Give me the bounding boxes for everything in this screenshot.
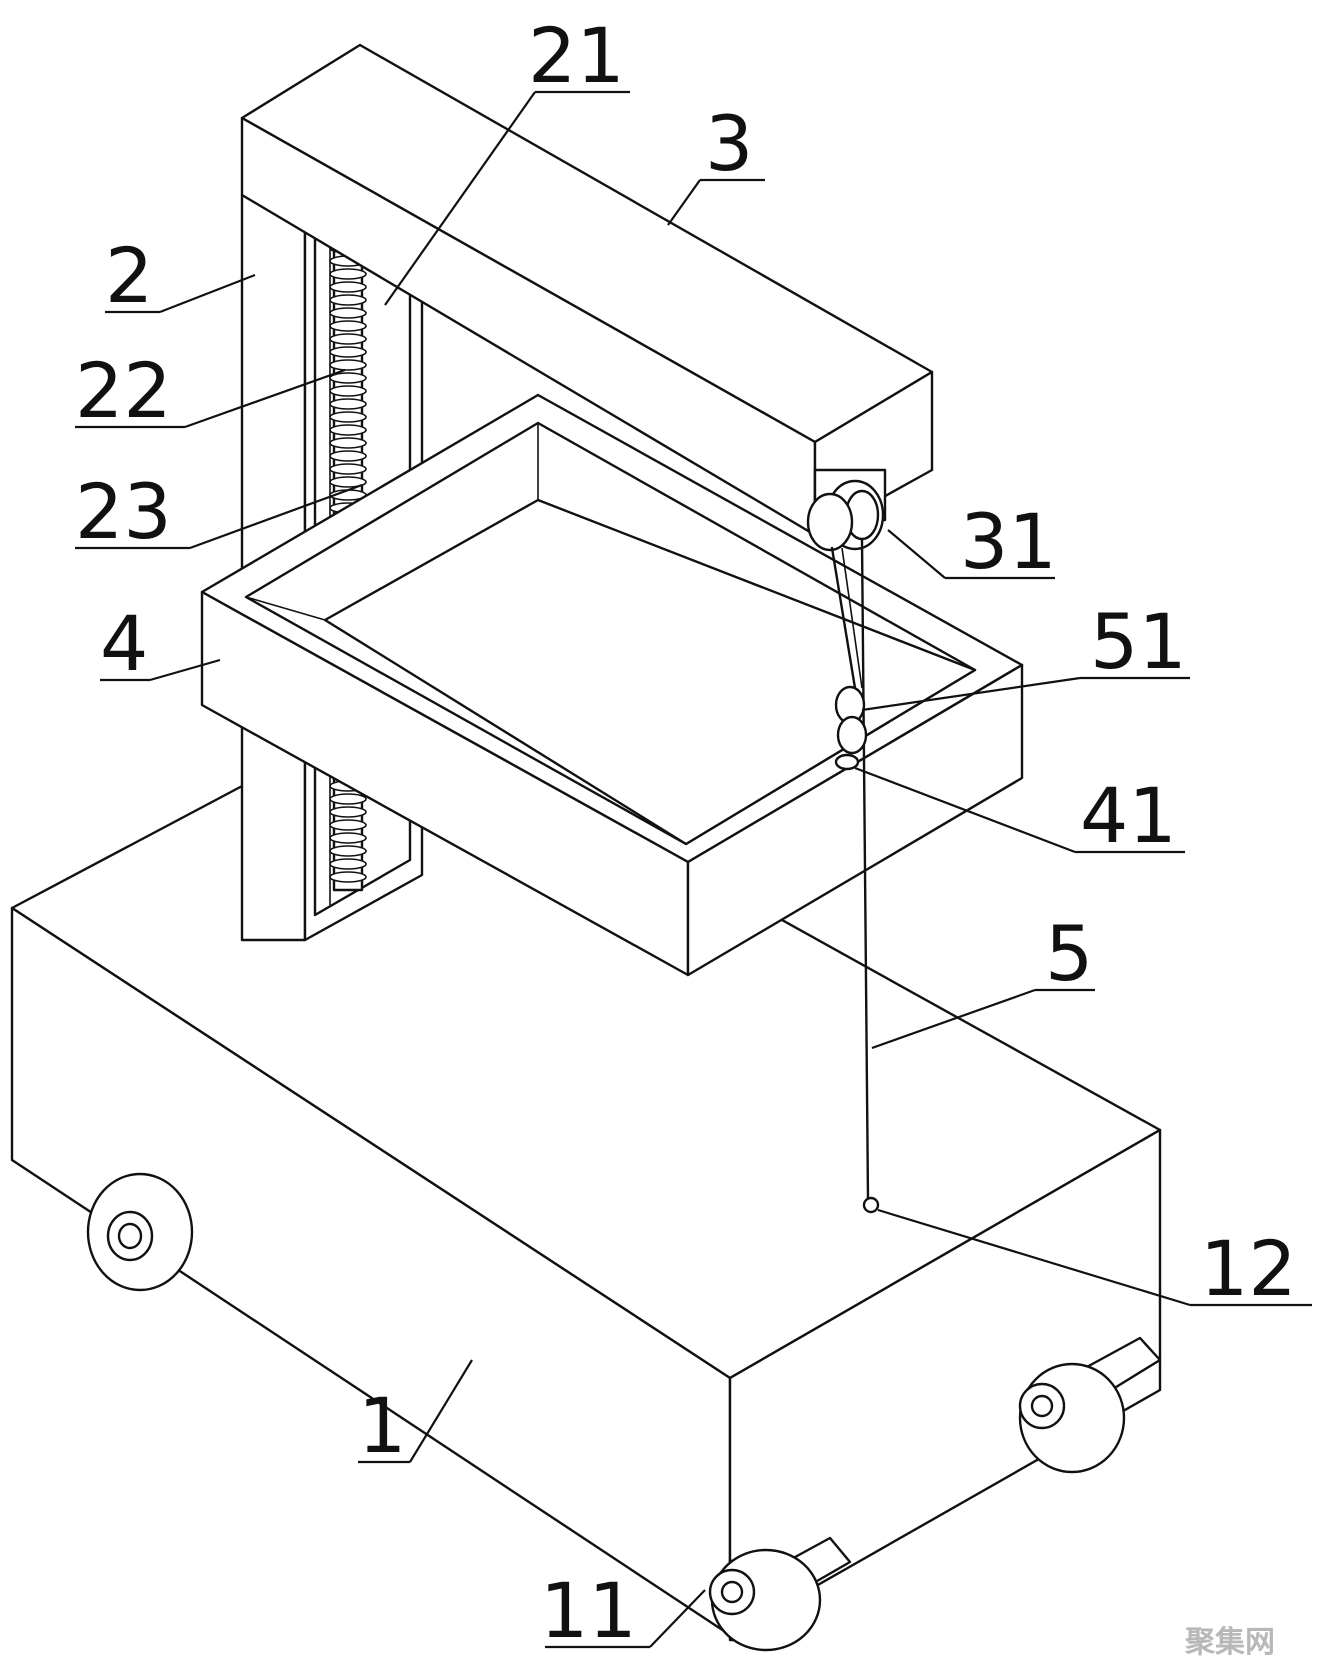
screw-thread-coil xyxy=(329,307,367,319)
callout-3: 3 xyxy=(705,99,753,188)
leader-2 xyxy=(159,273,256,314)
callout-2: 2 xyxy=(105,231,153,320)
cable-anchor xyxy=(862,1196,880,1214)
callout-12: 12 xyxy=(1200,1224,1297,1313)
screw-thread-coil xyxy=(329,424,367,436)
screw-thread-coil xyxy=(329,333,367,345)
callout-31: 31 xyxy=(960,497,1057,586)
screw-thread-coil xyxy=(329,476,367,488)
screw-thread-coil xyxy=(329,359,367,371)
leader-23 xyxy=(189,483,363,550)
wheel-left-axle xyxy=(117,1222,143,1250)
wheel-left-hub xyxy=(106,1210,154,1262)
leader-12 xyxy=(877,1208,1191,1307)
wheel-front-axle xyxy=(720,1580,744,1604)
screw-thread-coil xyxy=(329,437,367,449)
hook xyxy=(834,685,868,771)
screw-thread-coil xyxy=(329,268,367,280)
screw-thread-coil xyxy=(329,450,367,462)
screw-thread-coil xyxy=(329,398,367,410)
cable-vertical xyxy=(860,538,870,1202)
leader-21 xyxy=(384,91,536,306)
screw-thread-coil xyxy=(329,832,367,844)
screw-thread-coil xyxy=(329,845,367,857)
tray-bevel-line xyxy=(245,596,326,621)
leader-lines xyxy=(75,90,1312,1649)
hook-link-lower xyxy=(836,715,868,755)
leader-4 xyxy=(149,658,221,682)
leader-5 xyxy=(871,988,1036,1050)
screw-thread-coil xyxy=(329,385,367,397)
screw-thread-coil xyxy=(329,819,367,831)
screw-thread-coil xyxy=(329,411,367,423)
wheel-front xyxy=(708,1536,852,1652)
screw-thread-coil xyxy=(329,372,367,384)
callout-51: 51 xyxy=(1090,597,1187,686)
leader-31 xyxy=(887,529,946,579)
tray xyxy=(200,393,1024,977)
leader-1 xyxy=(409,1359,473,1463)
leader-11 xyxy=(649,1589,706,1648)
callout-21: 21 xyxy=(528,11,625,100)
screw-thread-coil xyxy=(329,871,367,883)
screw-thread-coil xyxy=(329,281,367,293)
screw-thread-coil xyxy=(329,793,367,805)
tray-ring xyxy=(834,753,860,771)
screw-thread-coil xyxy=(329,320,367,332)
pulley-cheek xyxy=(806,492,854,552)
pulley xyxy=(806,468,887,552)
leader-3 xyxy=(667,179,701,226)
callout-11: 11 xyxy=(540,1566,637,1655)
base-side-face xyxy=(728,1128,1162,1637)
tray-side-face xyxy=(686,663,1024,977)
leader-41 xyxy=(854,766,1076,854)
screw-thread-coil xyxy=(329,806,367,818)
leader-22 xyxy=(184,368,346,429)
wheel-front-hub xyxy=(708,1568,756,1616)
cable-to-hook xyxy=(830,546,857,690)
cable-to-hook-2 xyxy=(841,547,863,689)
callout-4: 4 xyxy=(100,599,148,688)
cable xyxy=(830,538,870,1202)
callout-5: 5 xyxy=(1045,909,1093,998)
tray-floor xyxy=(323,498,977,846)
callout-41: 41 xyxy=(1080,771,1177,860)
screw-thread-coil xyxy=(329,294,367,306)
callout-1: 1 xyxy=(358,1381,406,1470)
callout-23: 23 xyxy=(75,467,172,556)
wheel-right-back xyxy=(1018,1336,1162,1474)
watermark: 聚集网 xyxy=(1184,1625,1275,1660)
screw-thread-coil xyxy=(329,858,367,870)
wheel-right-back-hub xyxy=(1018,1382,1066,1430)
leader-51 xyxy=(861,676,1081,712)
callout-22: 22 xyxy=(75,346,172,435)
screw-thread-coil xyxy=(329,463,367,475)
wheel-right-back-axle xyxy=(1030,1394,1054,1418)
callouts: 21 3 2 22 23 4 31 51 41 5 12 1 11 xyxy=(75,11,1297,1655)
wheel-left xyxy=(86,1172,194,1292)
screw-thread-coil xyxy=(329,346,367,358)
